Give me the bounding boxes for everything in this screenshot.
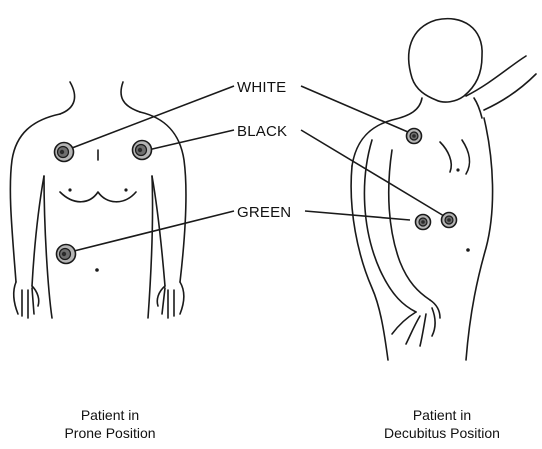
electrodes	[55, 129, 457, 264]
electrode-white-decubitus	[407, 129, 422, 144]
black-leader-left	[148, 130, 234, 150]
electrode-white-prone	[55, 143, 74, 162]
prone-torso-figure	[10, 82, 186, 318]
label-black: BLACK	[237, 123, 287, 140]
decubitus-figure	[351, 19, 536, 360]
white-leader-left	[72, 86, 234, 148]
leader-lines	[70, 86, 444, 252]
label-white: WHITE	[237, 79, 286, 96]
electrode-black-prone	[133, 141, 152, 160]
electrode-green-decubitus	[416, 215, 431, 230]
electrode-green-prone	[57, 245, 76, 264]
green-leader-right	[305, 211, 410, 220]
electrode-black-decubitus	[442, 213, 457, 228]
black-leader-right	[301, 130, 444, 216]
caption-prone-line1: Patient in	[81, 407, 139, 423]
electrode-labels: WHITE BLACK GREEN	[237, 79, 291, 221]
caption-prone-line2: Prone Position	[64, 425, 155, 441]
label-green: GREEN	[237, 204, 291, 221]
caption-decubitus-line2: Decubitus Position	[384, 425, 500, 441]
captions: Patient in Prone Position Patient in Dec…	[64, 407, 500, 441]
white-leader-right	[301, 86, 408, 132]
caption-decubitus-line1: Patient in	[413, 407, 471, 423]
